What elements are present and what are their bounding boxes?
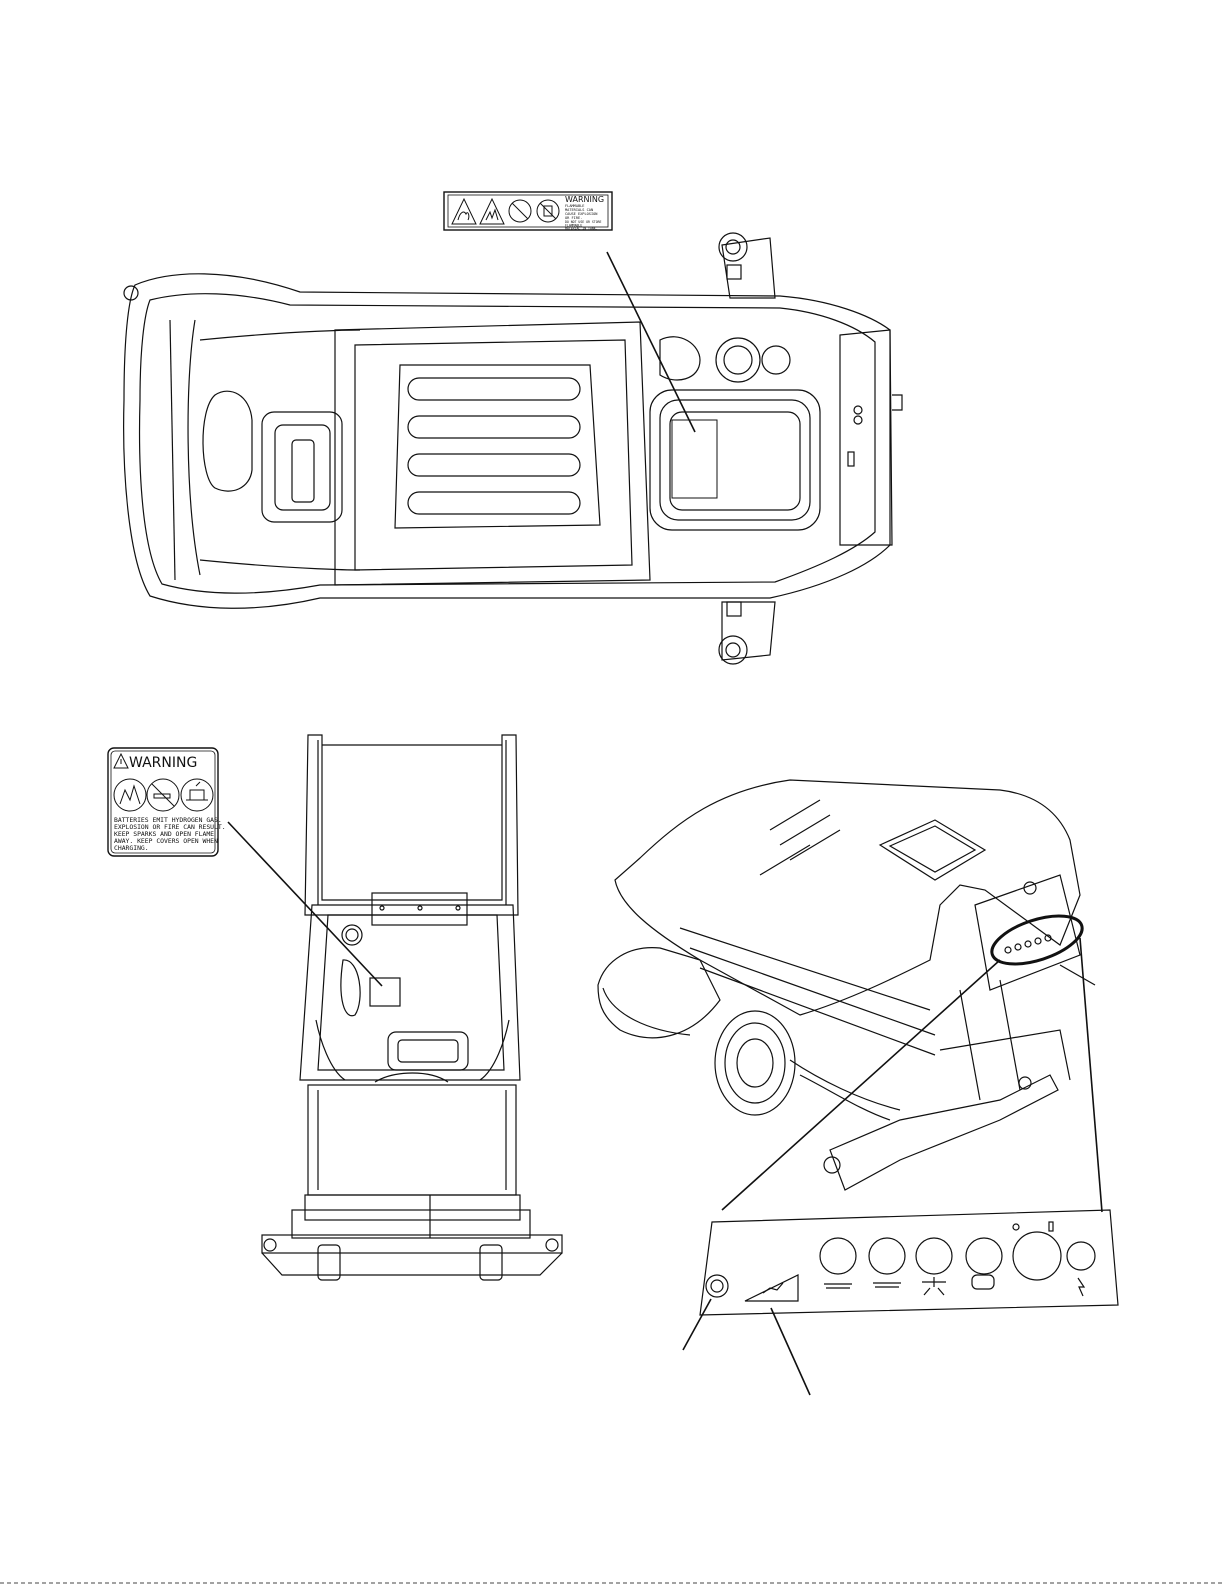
top-decal-heading: WARNING [565, 195, 604, 204]
speed-leader [771, 1308, 810, 1395]
flammable-warning-decal: WARNING FLAMMABLE MATERIALS CAN CAUSE EX… [444, 192, 612, 231]
control-panel-leader-right [1080, 938, 1102, 1212]
horn-icon [706, 1275, 728, 1297]
ventilate-icon [181, 779, 213, 811]
horn-leader [683, 1299, 711, 1350]
speed-ramp-icon [745, 1275, 798, 1301]
no-flammable-storage-icon [537, 200, 559, 222]
horn-key-icon [1067, 1242, 1095, 1296]
solution-flow-icon [916, 1238, 952, 1295]
explosion-icon [114, 779, 146, 811]
fire-icon [452, 199, 476, 224]
power-icon [1013, 1222, 1061, 1280]
top-decal-line-7: MATERIAL IN TANK. [565, 227, 598, 231]
battery-decal-line-5: CHARGING. [114, 844, 149, 852]
no-smoking-icon [147, 779, 179, 811]
machine-top-view [124, 233, 902, 664]
battery-decal: WARNING BATTERIES EMIT HYDROGEN GAS. EXP… [108, 748, 226, 856]
vacuum-icon [869, 1238, 905, 1287]
control-panel-decal [700, 1210, 1118, 1315]
battery-decal-heading: WARNING [129, 755, 197, 771]
warning-triangle-icon [114, 754, 128, 768]
machine-front-view [262, 735, 562, 1280]
detergent-icon [966, 1238, 1002, 1289]
machine-iso-view [598, 780, 1095, 1190]
control-panel-leader-left [722, 960, 1000, 1210]
explosion-icon [480, 199, 504, 224]
no-open-flame-icon [509, 200, 531, 222]
scrub-down-icon [820, 1238, 856, 1288]
